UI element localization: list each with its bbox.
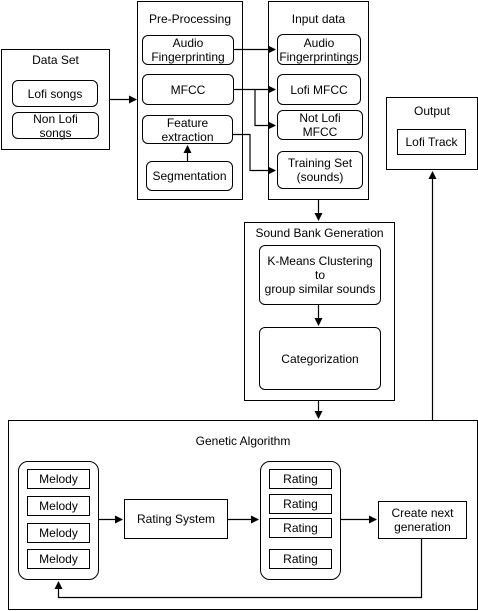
dataset-item-lofi-songs[interactable]: Lofi songs: [12, 80, 98, 107]
rating-box-1[interactable]: Rating: [269, 469, 332, 489]
preprocessing-title: Pre-Processing: [148, 12, 232, 26]
create-next-generation-box[interactable]: Create next generation: [378, 501, 467, 539]
rating-box-3[interactable]: Rating: [269, 518, 332, 538]
sound-bank-kmeans[interactable]: K-Means Clustering to group similar soun…: [259, 245, 381, 305]
input-data-title: Input data: [291, 12, 346, 26]
input-lofi-mfcc[interactable]: Lofi MFCC: [277, 74, 361, 105]
sound-bank-categorization[interactable]: Categorization: [259, 327, 381, 390]
preprocessing-segmentation[interactable]: Segmentation: [146, 161, 233, 191]
dataset-item-non-lofi-songs[interactable]: Non Lofi songs: [12, 112, 99, 140]
rating-box-4[interactable]: Rating: [269, 549, 332, 569]
preprocessing-mfcc[interactable]: MFCC: [142, 74, 234, 105]
rating-system-box[interactable]: Rating System: [124, 499, 228, 539]
rating-box-2[interactable]: Rating: [269, 494, 332, 514]
input-not-lofi-mfcc[interactable]: Not Lofi MFCC: [277, 110, 363, 140]
genetic-algorithm-title: Genetic Algorithm: [195, 434, 291, 448]
preprocessing-audio-fingerprinting[interactable]: Audio Fingerprinting: [142, 35, 234, 65]
melody-box-1[interactable]: Melody: [27, 469, 90, 489]
input-training-set[interactable]: Training Set (sounds): [277, 151, 363, 189]
output-title: Output: [413, 104, 451, 118]
melody-box-2[interactable]: Melody: [27, 496, 90, 516]
output-lofi-track[interactable]: Lofi Track: [397, 129, 466, 155]
sound-bank-title: Sound Bank Generation: [255, 226, 384, 240]
melody-box-4[interactable]: Melody: [27, 549, 90, 569]
melody-box-3[interactable]: Melody: [27, 523, 90, 543]
dataset-title: Data Set: [32, 53, 79, 67]
preprocessing-feature-extraction[interactable]: Feature extraction: [142, 115, 233, 144]
input-audio-fingerprintings[interactable]: Audio Fingerprintings: [277, 34, 361, 65]
